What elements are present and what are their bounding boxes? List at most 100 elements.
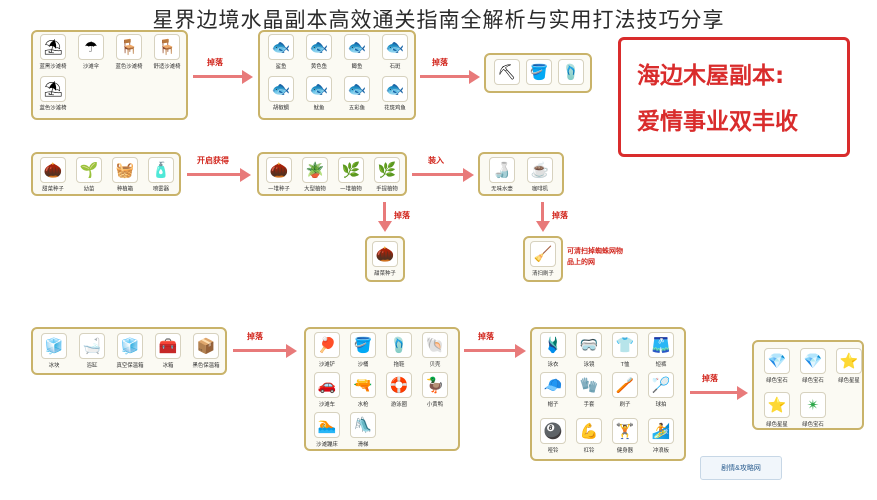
item-tile: ☂沙滩伞 xyxy=(74,34,108,70)
arrow-open-row2: 开启获得 xyxy=(187,156,251,182)
item-tile: 🌰甜菜种子 xyxy=(368,241,402,277)
item-tile: 🐟胡椒鲷 xyxy=(264,76,298,112)
arrow-label: 掉落 xyxy=(207,58,223,67)
toy-car-icon: 🚗 xyxy=(314,372,340,398)
item-tile: 🐟石斑 xyxy=(378,34,412,70)
item-tile: 🩴 xyxy=(554,59,588,85)
item-tile: 📦黑色保温箱 xyxy=(189,333,223,369)
item-tile: 🌱幼苗 xyxy=(72,157,106,193)
fish-icon: 🐟 xyxy=(268,34,294,60)
ball-icon: 🎱 xyxy=(540,418,566,444)
seed-icon: 🌰 xyxy=(40,157,66,183)
slippers-icon: 🩴 xyxy=(558,59,584,85)
chair-icon: 🪑 xyxy=(116,34,142,60)
item-tile: ✴绿色宝石 xyxy=(796,392,830,428)
arrow-drop-row3-a: 掉落 xyxy=(233,332,297,358)
box-icon: 📦 xyxy=(193,333,219,359)
item-tile: 🩱泳衣 xyxy=(536,332,570,368)
item-tile: 🧰冰箱 xyxy=(151,333,185,369)
water-gun-icon: 🔫 xyxy=(350,372,376,398)
note-text: 可清扫掉蜘蛛网物品上的网 xyxy=(567,248,623,266)
arrow-label: 装入 xyxy=(428,156,444,165)
seed-icon: 🌰 xyxy=(266,157,292,183)
item-tile: 🧊真空保温箱 xyxy=(113,333,147,369)
item-tile: 🧢帽子 xyxy=(536,372,570,408)
item-tile: 🩴拖鞋 xyxy=(382,332,416,368)
arrow-label: 掉落 xyxy=(247,332,263,341)
arrow-drop-down-left: 掉落 xyxy=(378,202,410,232)
chair-icon: 🪑 xyxy=(154,34,180,60)
item-tile: 👕T恤 xyxy=(608,332,642,368)
seed-icon: 🌰 xyxy=(372,241,398,267)
tshirt-icon: 👕 xyxy=(612,332,638,358)
fish-icon: 🐟 xyxy=(306,76,332,102)
brush-icon: 🪥 xyxy=(612,372,638,398)
item-tile: 🌿一堆植物 xyxy=(334,157,368,193)
racket-icon: 🏸 xyxy=(648,372,674,398)
item-tile: 🪥刷子 xyxy=(608,372,642,408)
item-tile: 🏓沙滩铲 xyxy=(310,332,344,368)
callout-line1: 海边木屋副本: xyxy=(637,63,785,89)
coffee-machine-icon: ☕ xyxy=(527,157,553,183)
plant-icon: 🪴 xyxy=(302,157,328,183)
gem-icon: 💎 xyxy=(800,348,826,374)
watermark: 剧情&攻略网 xyxy=(700,456,782,480)
item-tile: 🥽泳镜 xyxy=(572,332,606,368)
item-tile: 🏊沙滩蹦床 xyxy=(310,412,344,448)
plant-icon: 🌿 xyxy=(374,157,400,183)
item-tile: 🐟花斑鸡鱼 xyxy=(378,76,412,112)
fish-icon: 🐟 xyxy=(268,76,294,102)
item-tile: 🧤手套 xyxy=(572,372,606,408)
item-tile: 🛁浴缸 xyxy=(75,333,109,369)
item-tile: ⭐绿色星星 xyxy=(832,348,866,384)
surfboard-icon: 🏄 xyxy=(648,418,674,444)
fish-icon: 🐟 xyxy=(344,34,370,60)
barbell-icon: 🏋 xyxy=(612,418,638,444)
beach-umbrella-icon: ⛱ xyxy=(40,76,66,102)
item-tile: 🧊冰块 xyxy=(37,333,71,369)
item-tile: ⭐绿色星星 xyxy=(760,392,794,428)
fish-icon: 🐟 xyxy=(344,76,370,102)
ice-icon: 🧊 xyxy=(41,333,67,359)
beach-chair-icon: ⛱ xyxy=(40,34,66,60)
item-tile: ☕咖啡机 xyxy=(523,157,557,193)
item-tile: 🪴大型植物 xyxy=(298,157,332,193)
item-tile: 🧺种植箱 xyxy=(108,157,142,193)
item-tile: 🏋健身器 xyxy=(608,418,642,454)
item-tile: 🏄冲浪板 xyxy=(644,418,678,454)
fridge-icon: 🧰 xyxy=(155,333,181,359)
fish-icon: 🐟 xyxy=(382,34,408,60)
item-tile: 🪑舒适沙滩椅 xyxy=(150,34,184,70)
item-tile: 💪杠铃 xyxy=(572,418,606,454)
item-tile: 💎绿色宝石 xyxy=(760,348,794,384)
item-tile: 🦆小黄鸭 xyxy=(418,372,452,408)
item-tile: 💎绿色宝石 xyxy=(796,348,830,384)
kettle-icon: 🍶 xyxy=(489,157,515,183)
swim-ring-icon: 🛟 xyxy=(386,372,412,398)
arrow-drop-row3-c: 掉落 xyxy=(690,374,748,400)
item-tile: ⛏ xyxy=(490,59,524,85)
arrow-putin-row2: 装入 xyxy=(412,156,474,182)
slippers-icon: 🩴 xyxy=(386,332,412,358)
callout-line2: 爱情事业双丰收 xyxy=(637,109,798,135)
plant-icon: 🌿 xyxy=(338,157,364,183)
callout-box: 海边木屋副本: 爱情事业双丰收 xyxy=(618,37,850,157)
cooler-icon: 🧊 xyxy=(117,333,143,359)
item-tile: 🏸球拍 xyxy=(644,372,678,408)
item-tile: 🌿手提植物 xyxy=(370,157,404,193)
bucket-icon: 🪣 xyxy=(350,332,376,358)
item-tile: 🛟游泳圈 xyxy=(382,372,416,408)
sprayer-icon: 🧴 xyxy=(148,157,174,183)
item-tile: 🍶无味水壶 xyxy=(485,157,519,193)
item-tile: 🐚贝壳 xyxy=(418,332,452,368)
item-tile: 🪑蓝色沙滩椅 xyxy=(112,34,146,70)
item-tile: 🛝滑梯 xyxy=(346,412,380,448)
arrow-drop-down-right: 掉落 xyxy=(536,202,568,232)
item-tile: 🐟鱿鱼 xyxy=(302,76,336,112)
item-tile: 🪣 xyxy=(522,59,556,85)
item-tile: 🔫水枪 xyxy=(346,372,380,408)
goggles-icon: 🥽 xyxy=(576,332,602,358)
star-icon: ⭐ xyxy=(836,348,862,374)
item-tile: 🐟鲨鱼 xyxy=(264,34,298,70)
arrow-label: 掉落 xyxy=(394,211,410,220)
